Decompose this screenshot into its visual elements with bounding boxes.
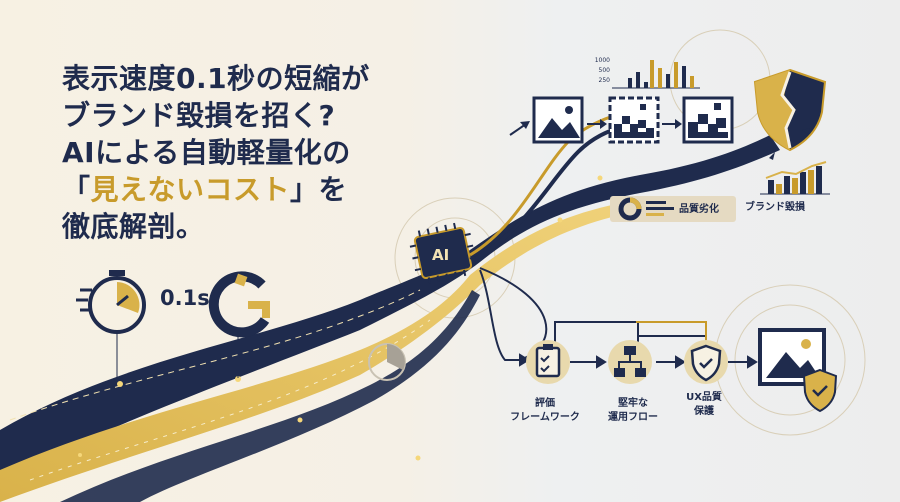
flow-step-ux-line-1: UX品質 <box>686 392 722 403</box>
flow-step-ux-line-2: 保護 <box>694 406 714 417</box>
headline-highlight: 見えないコスト <box>90 173 291 206</box>
ai-chip <box>409 222 476 284</box>
flow-step-operation-line-2: 運用フロー <box>608 412 658 423</box>
mini-chart-ticks: 1000 500 250 <box>594 56 610 86</box>
headline-line-2: ブランド毀損を招く? <box>62 99 336 132</box>
mini-chart-tick: 250 <box>598 77 610 84</box>
flow-step-operation-line-1: 堅牢な <box>618 398 648 409</box>
shield-check-icon <box>684 340 728 384</box>
mini-bar-chart <box>612 60 700 89</box>
loading-logo-icon <box>208 271 270 378</box>
quality-card <box>610 196 736 222</box>
flow-step-evaluation-label: 評価 フレームワーク <box>503 397 587 425</box>
brand-damage-label: ブランド毀損 <box>745 202 805 213</box>
mini-chart-tick: 1000 <box>594 57 610 64</box>
headline: 表示速度0.1秒の短縮が ブランド毀損を招く? AIによる自動軽量化の 「見えな… <box>62 60 370 245</box>
flow-step-ux-label: UX品質 保護 <box>676 391 732 419</box>
brand-trend-chart <box>760 161 830 195</box>
flow-step-evaluation-line-1: 評価 <box>535 398 555 409</box>
clipboard-icon <box>526 340 570 384</box>
flow-step-evaluation-line-2: フレームワーク <box>510 412 580 423</box>
headline-bracket-open: 「 <box>62 173 91 206</box>
headline-line-1: 表示速度0.1秒の短縮が <box>62 62 370 95</box>
flow-step-operation-label: 堅牢な 運用フロー <box>597 397 669 425</box>
headline-bracket-close: 」を <box>290 173 348 206</box>
pie-icon <box>368 343 406 381</box>
protected-image-icon <box>758 328 838 413</box>
stopwatch-icon <box>76 270 146 382</box>
broken-shield-icon <box>753 68 827 160</box>
ai-chip-label: AI <box>432 246 450 264</box>
flowchart-icon <box>608 340 652 384</box>
headline-line-3: AIによる自動軽量化の <box>62 136 351 169</box>
mini-chart-tick: 500 <box>598 67 610 74</box>
flow-gold-connector <box>636 321 707 343</box>
headline-line-4: 「見えないコスト」を <box>62 171 370 208</box>
headline-line-5: 徹底解剖。 <box>62 210 205 243</box>
glow-dots <box>78 175 603 461</box>
image-degradation-sequence <box>509 96 734 144</box>
timer-label: 0.1s <box>160 286 210 310</box>
quality-degradation-label: 品質劣化 <box>679 204 719 215</box>
